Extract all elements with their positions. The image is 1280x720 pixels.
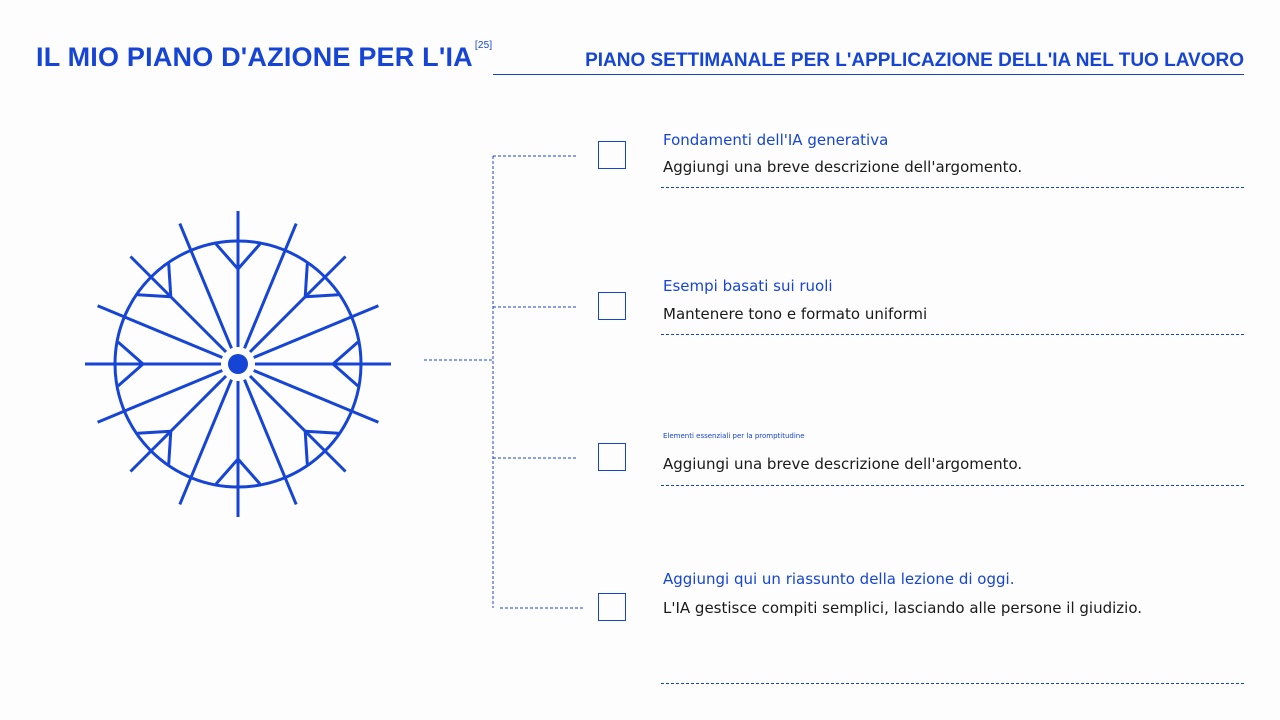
- item-4-checkbox[interactable]: [598, 593, 626, 621]
- wheel-chevron: [167, 263, 173, 297]
- wheel-chevron: [305, 293, 339, 299]
- item-2-description: Mantenere tono e formato uniformi: [663, 305, 928, 323]
- compass-wheel-icon: [85, 211, 391, 517]
- page-title-text: IL MIO PIANO D'AZIONE PER L'IA: [36, 42, 473, 72]
- item-3-checkbox[interactable]: [598, 443, 626, 471]
- wheel-spoke: [97, 369, 223, 424]
- wheel-spoke: [243, 223, 298, 349]
- wheel-spoke: [248, 374, 347, 473]
- wheel-chevron: [303, 431, 309, 465]
- wheel-chevron: [303, 263, 309, 297]
- wheel-chevron: [117, 340, 144, 366]
- page-title: IL MIO PIANO D'AZIONE PER L'IA[25]: [36, 40, 493, 73]
- wheel-hub: [228, 354, 248, 374]
- wheel-spoke: [248, 255, 347, 354]
- wheel-spoke: [253, 369, 379, 424]
- item-2-divider: [661, 334, 1244, 335]
- wheel-chevron: [305, 429, 339, 435]
- wheel-chevron: [214, 458, 240, 485]
- wheel-spoke: [129, 374, 228, 473]
- item-1-title: Fondamenti dell'IA generativa: [663, 131, 889, 149]
- item-4-description: L'IA gestisce compiti semplici, lasciand…: [663, 599, 1143, 617]
- wheel-chevron: [332, 362, 359, 388]
- wheel-chevron: [214, 243, 240, 270]
- wheel-spoke: [129, 255, 228, 354]
- wheel-chevron: [332, 340, 359, 366]
- page-subtitle: PIANO SETTIMANALE PER L'APPLICAZIONE DEL…: [585, 50, 1244, 71]
- item-2-title: Esempi basati sui ruoli: [663, 277, 833, 295]
- wheel-chevron: [137, 293, 171, 299]
- item-4-divider: [661, 683, 1244, 684]
- item-2-checkbox[interactable]: [598, 292, 626, 320]
- wheel-chevron: [167, 431, 173, 465]
- wheel-chevron: [236, 458, 262, 485]
- wheel-chevron: [236, 243, 262, 270]
- subtitle-underline: [493, 74, 1244, 75]
- item-1-description: Aggiungi una breve descrizione dell'argo…: [663, 158, 1023, 176]
- item-3-description: Aggiungi una breve descrizione dell'argo…: [663, 455, 1023, 473]
- wheel-spoke: [253, 304, 379, 359]
- wheel-spoke: [178, 223, 233, 349]
- item-1-checkbox[interactable]: [598, 141, 626, 169]
- wheel-chevron: [117, 362, 144, 388]
- wheel-spoke: [178, 379, 233, 505]
- title-reference: [25]: [474, 40, 493, 51]
- wheel-spoke: [97, 304, 223, 359]
- item-1-divider: [661, 187, 1244, 188]
- item-4-title: Aggiungi qui un riassunto della lezione …: [663, 570, 1015, 588]
- bracket-connector: [424, 155, 584, 609]
- item-3-divider: [661, 485, 1244, 486]
- wheel-spoke: [243, 379, 298, 505]
- wheel-chevron: [137, 429, 171, 435]
- item-3-title: Elementi essenziali per la promptitudine: [663, 432, 805, 440]
